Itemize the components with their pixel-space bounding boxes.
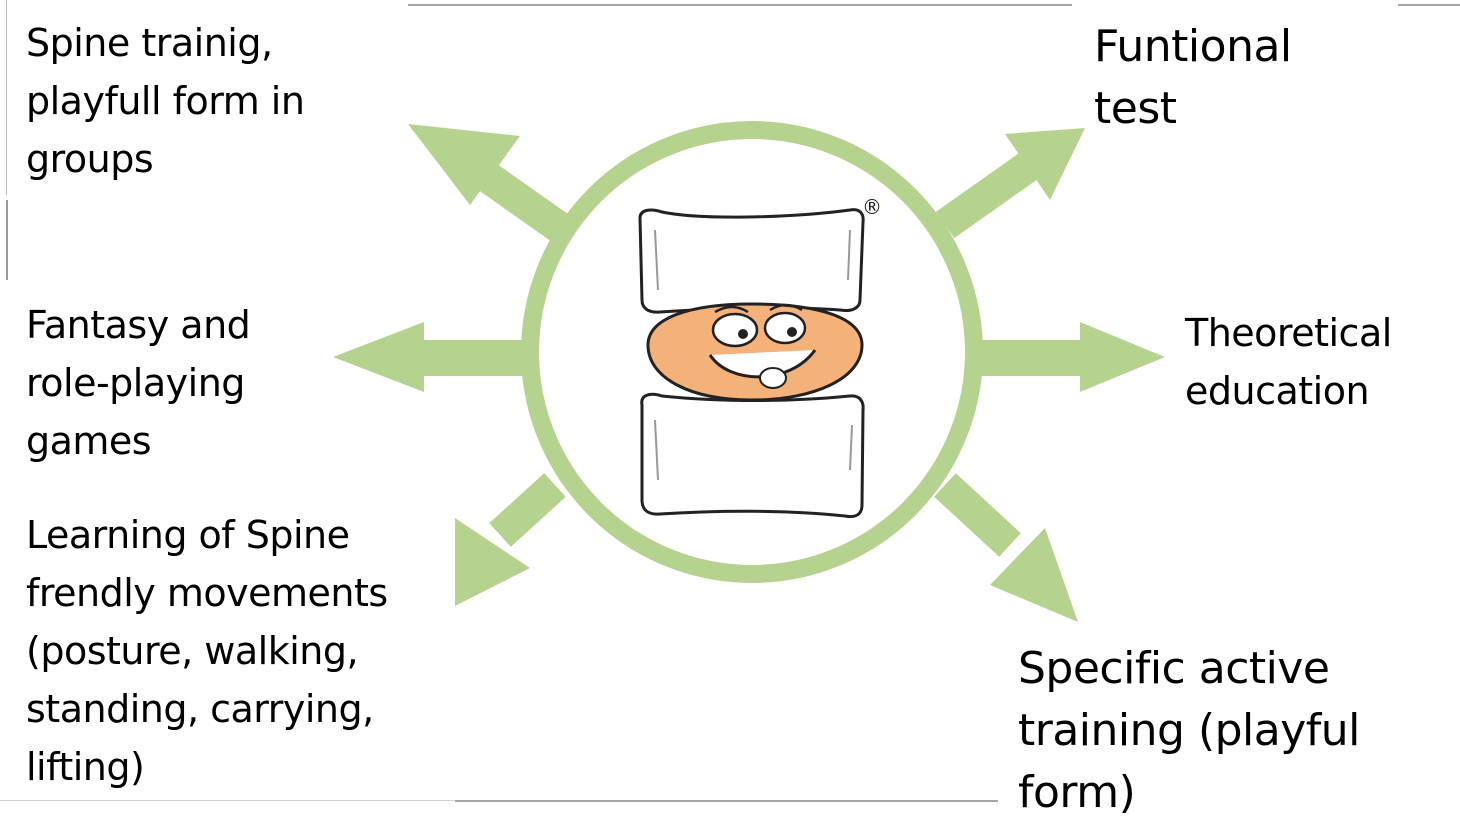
bottom-left-divider-line: [0, 800, 455, 801]
left-edge-line-2: [6, 200, 8, 280]
label-functional-test: Funtional test: [1094, 21, 1292, 134]
bottom-divider-line: [455, 800, 998, 802]
label-theoretical-education: Theoretical education: [1185, 311, 1392, 413]
arrow-mid-right: [960, 322, 1165, 392]
registered-mark: ®: [862, 195, 882, 219]
smiling-spinal-disc-mascot-icon: ®: [638, 195, 882, 519]
label-fantasy-games: Fantasy and role-playing games: [26, 303, 251, 463]
arrow-bottom-left: [455, 473, 566, 606]
left-edge-line: [6, 0, 7, 195]
arrow-top-right: [935, 128, 1085, 239]
arrow-mid-left: [333, 322, 550, 392]
arrow-bottom-right: [934, 473, 1078, 622]
label-spine-friendly-movements: Learning of Spine frendly movements (pos…: [26, 513, 388, 789]
label-spine-training: Spine trainig, playfull form in groups: [26, 21, 305, 181]
arrow-top-left: [408, 124, 570, 242]
top-divider-line: [408, 4, 1072, 6]
label-specific-active-training: Specific active training (playful form): [1018, 643, 1360, 818]
top-right-divider-line: [1398, 4, 1460, 6]
